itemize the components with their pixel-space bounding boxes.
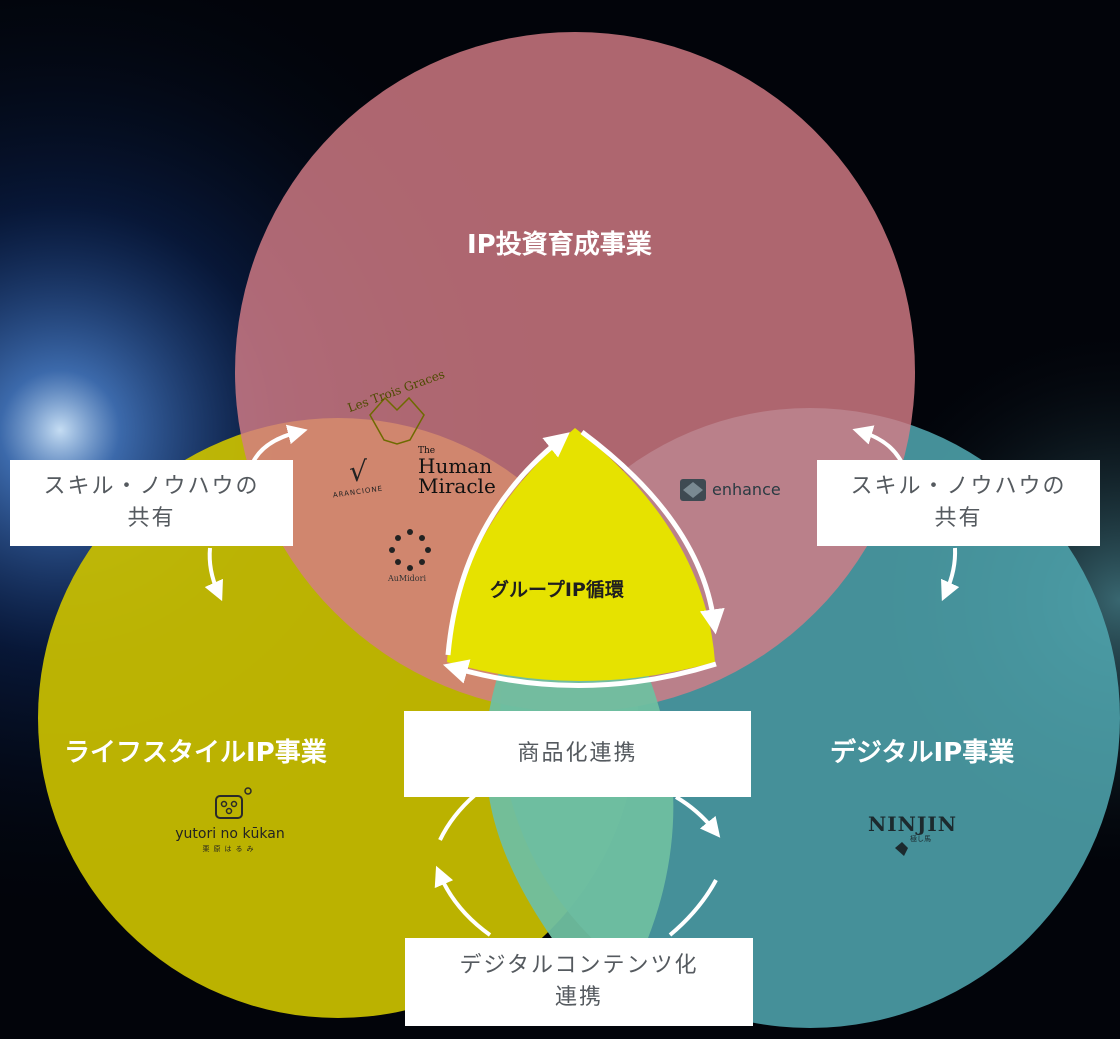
arancione-logo: √ ARANCIONE [318,455,398,500]
skills-label-left-line1: スキル・ノウハウの [43,474,260,499]
skills-label-right-line1: スキル・ノウハウの [850,474,1067,499]
human-miracle-logo-miracle: Miracle [418,474,496,498]
yutori-logo: yutori no kūkan 栗原はるみ [160,826,300,854]
ninjin-logo-subtext: 極し馬 [910,835,931,843]
ninjin-logo: NINJIN 極し馬 [868,812,978,844]
commercialization-label-text: 商品化連携 [517,741,638,766]
skills-left-arrow-down [204,547,223,602]
skills-label-right-line2: 共有 [934,506,983,531]
ninjin-logo-text: NINJIN [868,812,958,836]
digital-arrow-right [668,879,718,937]
digital-content-label: デジタルコンテンツ化 連携 [405,938,753,1026]
commerce-arrow-right [674,795,721,838]
human-miracle-logo: The Human Miracle [418,446,508,498]
center-title: グループIP循環 [490,579,624,601]
commercialization-label: 商品化連携 [404,711,751,797]
center-arrow-bottom [442,659,717,689]
skills-label-right: スキル・ノウハウの 共有 [817,460,1100,546]
digital-content-label-line2: 連携 [554,985,603,1010]
center-arrow-left [445,432,570,656]
human-miracle-logo-the: The [418,446,436,456]
skills-label-left-line2: 共有 [127,506,176,531]
aumidori-logo-text: AuMidori [388,574,426,583]
ip-investment-title: IP投資育成事業 [467,230,652,260]
skills-label-left: スキル・ノウハウの 共有 [10,460,293,546]
digital-arrow-left [434,865,492,937]
ninjin-logo-mark [895,842,908,856]
yutori-logo-subtext: 栗原はるみ [202,845,258,853]
skills-right-arrow-down [941,547,960,602]
arancione-logo-mark: √ [349,455,367,488]
yutori-logo-mark [215,787,252,819]
commerce-arrow-left [438,793,477,841]
center-arrow-right [580,429,725,635]
enhance-logo-text: enhance [712,480,781,499]
digital-content-label-line1: デジタルコンテンツ化 [459,953,699,978]
yutori-logo-text: yutori no kūkan [175,826,285,842]
lifestyle-title: ライフスタイルIP事業 [64,738,327,768]
center-region [447,428,715,681]
ip-investment-circle [235,32,915,712]
human-miracle-logo-human: Human [418,454,493,478]
aumidori-logo [389,529,431,571]
les-trois-graces-logo [369,396,425,445]
enhance-logo-mark [680,479,706,501]
digital-title: デジタルIP事業 [830,738,1015,768]
